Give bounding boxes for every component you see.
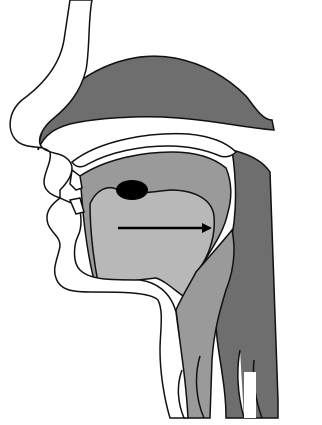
upper-teeth xyxy=(70,170,82,190)
esophagus-channel xyxy=(244,372,256,418)
tongue-dot xyxy=(116,180,148,200)
